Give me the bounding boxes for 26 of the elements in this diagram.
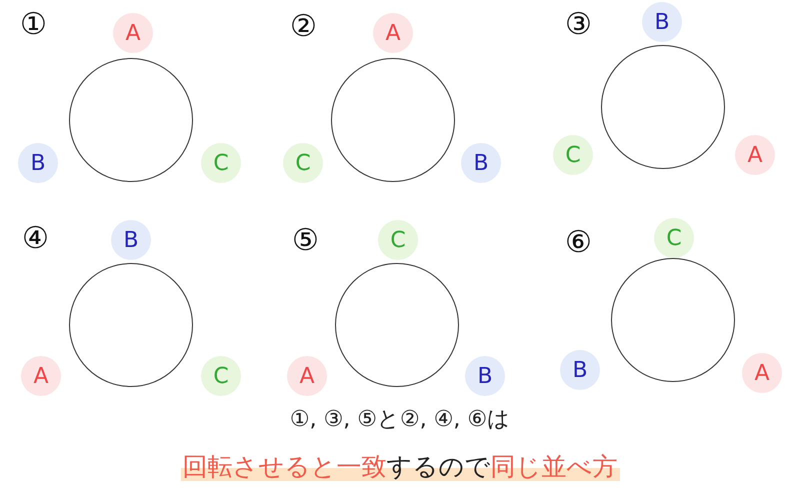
letter-circle: C xyxy=(201,143,241,183)
letter-circle: A xyxy=(287,356,327,396)
caption-text: ①, ③, ⑤と②, ④, ⑥は xyxy=(290,407,510,432)
letter-circle: C xyxy=(553,135,593,175)
letter-circle: B xyxy=(465,356,505,396)
letter-circle: B xyxy=(111,220,151,260)
letter-circle: C xyxy=(654,218,694,258)
panel-number: ① xyxy=(20,10,47,40)
caption-text: 回転させると一致するので同じ並べ方 xyxy=(180,452,620,481)
letter-circle: C xyxy=(283,143,323,183)
letter-circle: B xyxy=(461,143,501,183)
letter-circle: C xyxy=(378,220,418,260)
letter-circle: B xyxy=(642,2,682,42)
panel-number: ③ xyxy=(565,10,592,40)
letter-circle: A xyxy=(113,13,153,53)
letter-circle: A xyxy=(735,135,775,175)
letter-circle: A xyxy=(373,13,413,53)
panel-number: ② xyxy=(290,12,317,42)
letter-circle: A xyxy=(21,356,61,396)
panel-number: ⑥ xyxy=(565,228,592,258)
letter-circle: B xyxy=(18,143,58,183)
panel-number: ⑤ xyxy=(292,226,319,256)
panel-number: ④ xyxy=(22,224,49,254)
letter-circle: B xyxy=(560,350,600,390)
letter-circle: A xyxy=(742,353,782,393)
letter-circle: C xyxy=(201,356,241,396)
